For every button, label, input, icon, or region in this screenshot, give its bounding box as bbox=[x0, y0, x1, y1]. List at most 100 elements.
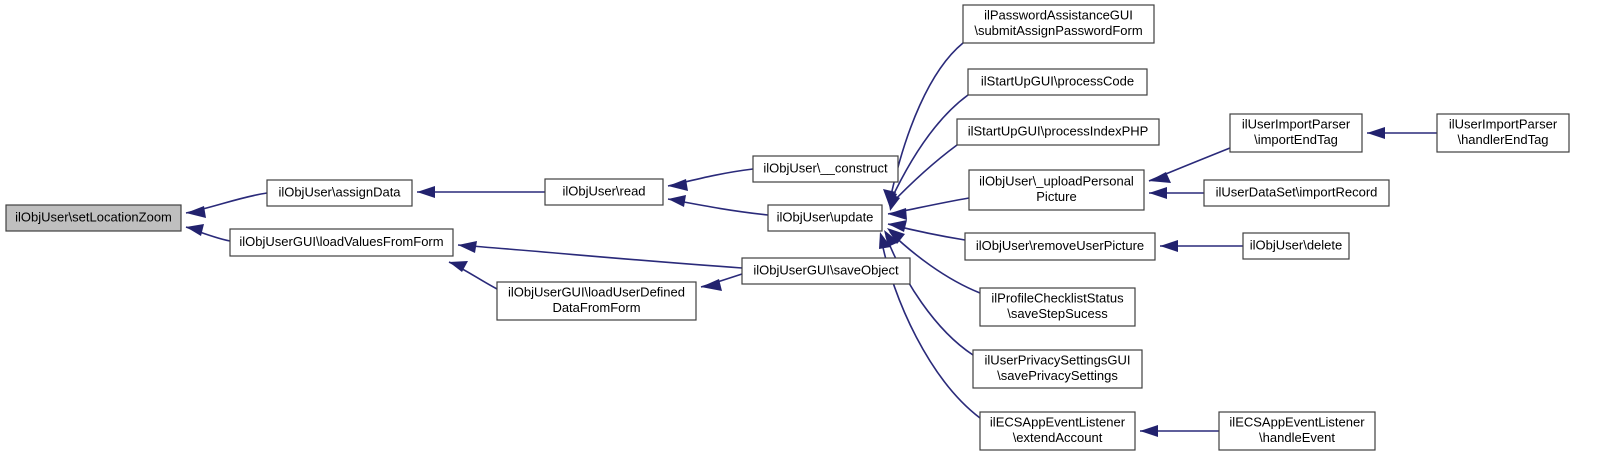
node-label: ilObjUser\update bbox=[777, 209, 874, 224]
node-label: \extendAccount bbox=[1013, 430, 1103, 445]
arrowhead-icon bbox=[417, 186, 435, 198]
node-box[interactable] bbox=[767, 204, 883, 232]
edge-handlerEndTag-to-importEndTag bbox=[1367, 127, 1437, 139]
node-label: \handlerEndTag bbox=[1457, 132, 1548, 147]
graph-node-handleEvent[interactable]: ilECSAppEventListener\handleEvent bbox=[1218, 411, 1376, 451]
edge-saveObject-to-loadUserDefinedDataFromForm bbox=[700, 273, 743, 291]
graph-node-construct[interactable]: ilObjUser\__construct bbox=[752, 155, 899, 183]
arrowhead-icon bbox=[701, 279, 722, 291]
edge-delete-to-removeUserPicture bbox=[1160, 240, 1243, 252]
node-label: ilObjUser\removeUserPicture bbox=[976, 238, 1144, 253]
graph-node-removeUserPicture[interactable]: ilObjUser\removeUserPicture bbox=[964, 232, 1156, 261]
node-box[interactable] bbox=[741, 257, 911, 285]
graph-node-savePrivacySettings[interactable]: ilUserPrivacySettingsGUI\savePrivacySett… bbox=[972, 349, 1143, 389]
node-label: ilECSAppEventListener bbox=[1229, 415, 1365, 430]
arrowhead-icon bbox=[186, 224, 204, 236]
node-label: Picture bbox=[1036, 189, 1076, 204]
arrowhead-icon bbox=[888, 208, 907, 220]
edge-processCode-to-update bbox=[885, 94, 969, 209]
graph-node-extendAccount[interactable]: ilECSAppEventListener\extendAccount bbox=[979, 411, 1136, 451]
graph-node-update[interactable]: ilObjUser\update bbox=[767, 204, 883, 232]
graph-node-saveObject[interactable]: ilObjUserGUI\saveObject bbox=[741, 257, 911, 285]
arrowhead-icon bbox=[888, 220, 907, 232]
node-label: ilObjUser\_uploadPersonal bbox=[979, 174, 1134, 189]
arrowhead-icon bbox=[1160, 240, 1178, 252]
graph-node-setLocationZoom[interactable]: ilObjUser\setLocationZoom bbox=[5, 204, 182, 232]
node-label: ilObjUser\read bbox=[562, 183, 645, 198]
node-label: DataFromForm bbox=[552, 300, 640, 315]
edges-layer bbox=[185, 42, 1437, 437]
node-label: ilObjUserGUI\loadUserDefined bbox=[508, 285, 685, 300]
edge-loadValuesFromForm-to-setLocationZoom bbox=[185, 224, 231, 242]
node-box[interactable] bbox=[972, 349, 1143, 389]
node-box[interactable] bbox=[979, 287, 1136, 327]
graph-node-importRecord[interactable]: ilUserDataSet\importRecord bbox=[1203, 179, 1390, 207]
edge-line bbox=[889, 42, 964, 201]
node-label: ilObjUserGUI\loadValuesFromForm bbox=[239, 234, 443, 249]
node-box[interactable] bbox=[956, 118, 1160, 146]
graph-node-delete[interactable]: ilObjUser\delete bbox=[1242, 232, 1350, 260]
node-box[interactable] bbox=[968, 169, 1145, 211]
edge-construct-to-read bbox=[667, 168, 754, 191]
node-box[interactable] bbox=[1203, 179, 1390, 207]
node-label: ilObjUser\setLocationZoom bbox=[15, 209, 172, 224]
arrowhead-icon bbox=[186, 206, 206, 218]
node-box[interactable] bbox=[544, 178, 664, 206]
node-box[interactable] bbox=[752, 155, 899, 183]
graph-node-processIndexPHP[interactable]: ilStartUpGUI\processIndexPHP bbox=[956, 118, 1160, 146]
edge-processIndexPHP-to-update bbox=[888, 144, 958, 211]
node-label: ilUserDataSet\importRecord bbox=[1216, 184, 1378, 199]
edge-update-to-read bbox=[667, 195, 769, 216]
edge-saveObject-to-loadValuesFromForm bbox=[457, 241, 743, 269]
edge-saveStepSucess-to-update bbox=[887, 228, 981, 294]
arrowhead-icon bbox=[668, 179, 688, 191]
arrowhead-icon bbox=[1140, 425, 1158, 437]
arrowhead-icon bbox=[1367, 127, 1385, 139]
node-label: ilUserImportParser bbox=[1449, 117, 1558, 132]
edge-importRecord-to-uploadPersonalPicture bbox=[1149, 187, 1204, 199]
node-box[interactable] bbox=[979, 411, 1136, 451]
edge-line bbox=[457, 244, 743, 269]
node-box[interactable] bbox=[266, 179, 413, 207]
node-label: ilObjUser\assignData bbox=[278, 184, 401, 199]
node-box[interactable] bbox=[1229, 113, 1363, 153]
node-label: \saveStepSucess bbox=[1007, 306, 1108, 321]
node-box[interactable] bbox=[229, 228, 454, 257]
node-label: \savePrivacySettings bbox=[997, 368, 1118, 383]
graph-node-assignData[interactable]: ilObjUser\assignData bbox=[266, 179, 413, 207]
node-box[interactable] bbox=[496, 281, 697, 321]
node-box[interactable] bbox=[962, 4, 1155, 44]
graph-node-importEndTag[interactable]: ilUserImportParser\importEndTag bbox=[1229, 113, 1363, 153]
arrowhead-icon bbox=[668, 195, 686, 207]
graph-node-processCode[interactable]: ilStartUpGUI\processCode bbox=[967, 68, 1148, 96]
node-box[interactable] bbox=[1242, 232, 1350, 260]
node-label: ilObjUserGUI\saveObject bbox=[753, 262, 899, 277]
arrowhead-icon bbox=[879, 232, 891, 249]
graph-node-loadValuesFromForm[interactable]: ilObjUserGUI\loadValuesFromForm bbox=[229, 228, 454, 257]
edge-uploadPersonalPicture-to-update bbox=[887, 197, 970, 220]
graph-node-handlerEndTag[interactable]: ilUserImportParser\handlerEndTag bbox=[1436, 113, 1570, 153]
edge-assignData-to-setLocationZoom bbox=[185, 192, 268, 218]
edge-importEndTag-to-uploadPersonalPicture bbox=[1148, 147, 1231, 183]
node-box[interactable] bbox=[967, 68, 1148, 96]
node-box[interactable] bbox=[964, 232, 1156, 261]
arrowhead-icon bbox=[458, 241, 477, 253]
graph-node-submitAssignPasswordForm[interactable]: ilPasswordAssistanceGUI\submitAssignPass… bbox=[962, 4, 1155, 44]
edge-line bbox=[885, 235, 974, 356]
node-box[interactable] bbox=[1218, 411, 1376, 451]
node-label: ilUserImportParser bbox=[1242, 117, 1351, 132]
graph-node-read[interactable]: ilObjUser\read bbox=[544, 178, 664, 206]
arrowhead-icon bbox=[449, 261, 468, 272]
node-label: \submitAssignPasswordForm bbox=[974, 23, 1142, 38]
node-box[interactable] bbox=[1436, 113, 1570, 153]
edge-line bbox=[889, 144, 958, 206]
node-box[interactable] bbox=[5, 204, 182, 232]
arrowhead-icon bbox=[887, 228, 905, 244]
edge-loadUserDefinedDataFromForm-to-loadValuesFromForm bbox=[448, 261, 498, 290]
edge-handleEvent-to-extendAccount bbox=[1140, 425, 1219, 437]
edge-savePrivacySettings-to-update bbox=[884, 230, 974, 356]
graph-node-saveStepSucess[interactable]: ilProfileChecklistStatus\saveStepSucess bbox=[979, 287, 1136, 327]
